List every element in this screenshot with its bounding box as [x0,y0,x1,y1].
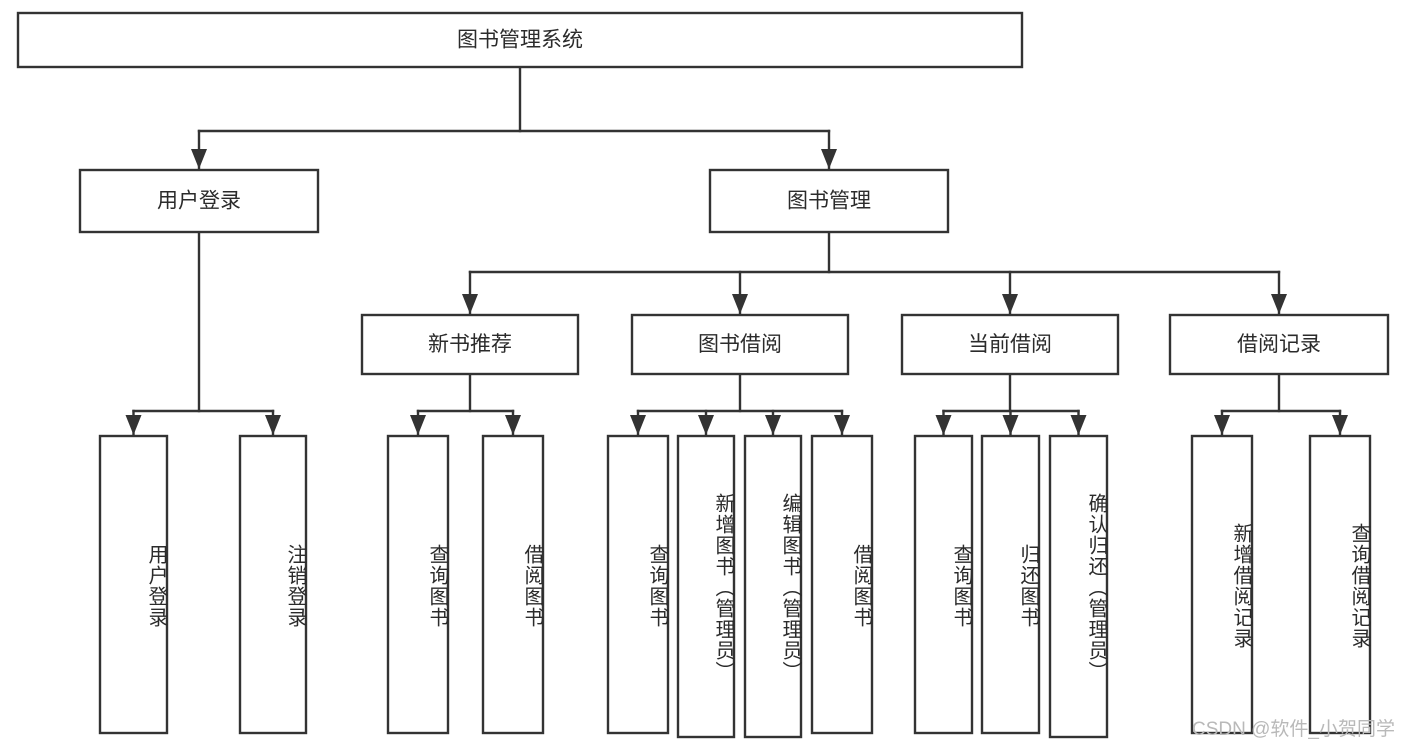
arrowhead-leaf-node-归还图书 [1002,415,1019,435]
arrowhead-leaf-node-编辑图书管理员 [765,415,781,435]
arrowhead-leaf-node-新增图书管理员 [698,415,714,435]
leaf-node-查询借阅记录[interactable] [1308,434,1372,735]
level2-node-用户登录-label: 用户登录 [157,190,241,213]
level3-node-新书推荐-label: 新书推荐 [428,333,512,356]
arrowhead-to-node-新书推荐 [462,294,478,314]
arrowhead-leaf-node-新增借阅记录 [1214,415,1230,435]
level2-node-图书管理-label: 图书管理 [787,190,871,213]
arrowhead-to-node-图书管理 [821,149,837,169]
leaf-node-查询图书[interactable] [913,434,974,735]
level3-node-新书推荐[interactable] [360,313,580,376]
arrowhead-to-node-当前借阅 [1002,294,1018,314]
node-box-layer [16,11,1390,739]
leaf-node-新增借阅记录[interactable] [1190,434,1254,735]
leaf-node-归还图书[interactable] [980,434,1041,735]
leaf-node-确认归还管理员[interactable] [1048,434,1109,739]
arrowhead-to-node-用户登录 [191,149,207,169]
leaf-node-借阅图书[interactable] [481,434,545,735]
level3-node-图书借阅-label: 图书借阅 [698,333,782,356]
arrowhead-leaf-node-查询借阅记录 [1332,415,1348,435]
level2-node-用户登录[interactable] [78,168,320,234]
leaf-node-查询图书[interactable] [606,434,670,735]
arrowhead-leaf-node-查询图书 [410,415,426,435]
level3-node-图书借阅[interactable] [630,313,850,376]
leaf-node-编辑图书管理员[interactable] [743,434,803,739]
arrowhead-leaf-node-用户登录 [125,415,142,435]
level3-node-当前借阅[interactable] [900,313,1120,376]
connector-layer [125,65,1348,436]
level2-node-图书管理[interactable] [708,168,950,234]
level3-node-借阅记录-label: 借阅记录 [1237,333,1321,356]
arrowhead-leaf-node-借阅图书 [834,415,850,435]
arrowhead-to-node-图书借阅 [732,294,748,314]
level3-node-借阅记录[interactable] [1168,313,1390,376]
arrowhead-to-node-借阅记录 [1271,294,1287,314]
arrowhead-leaf-node-确认归还管理员 [1070,415,1087,435]
arrowhead-leaf-node-注销登录 [265,415,281,435]
leaf-node-借阅图书[interactable] [810,434,874,735]
leaf-node-查询图书[interactable] [386,434,450,735]
leaf-node-新增图书管理员[interactable] [676,434,736,739]
csdn-watermark: CSDN @软件_小贺同学 [1192,719,1395,740]
root-node-图书管理系统-label: 图书管理系统 [457,29,583,52]
level3-node-当前借阅-label: 当前借阅 [968,333,1052,356]
arrowhead-leaf-node-查询图书 [630,415,646,435]
arrowhead-leaf-node-查询图书 [935,415,952,435]
root-node-图书管理系统[interactable] [16,11,1024,69]
leaf-node-用户登录[interactable] [98,434,169,735]
leaf-node-注销登录[interactable] [238,434,308,735]
arrowhead-leaf-node-借阅图书 [505,415,521,435]
